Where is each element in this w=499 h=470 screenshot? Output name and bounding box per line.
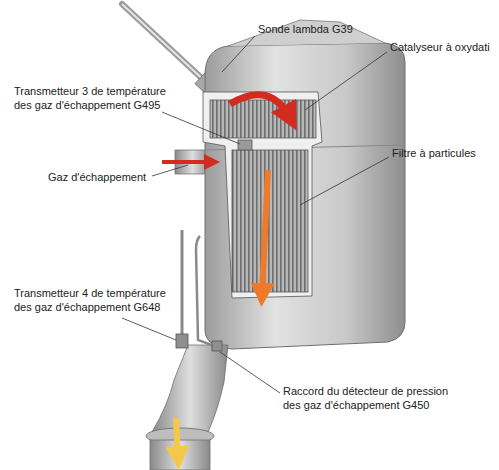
- lambda-sensor: [122, 4, 208, 84]
- leader-line: [305, 52, 387, 110]
- sensor-tube: [181, 230, 184, 338]
- leader-line: [122, 318, 176, 340]
- gas-flow-arrow: [162, 160, 212, 164]
- temperature-sensor: [238, 140, 252, 150]
- part-label: Filtre à particules: [392, 146, 476, 160]
- canister-lid: [228, 20, 385, 46]
- gas-flow-arrow: [230, 95, 290, 118]
- leader-line: [162, 112, 240, 144]
- part-label: Raccord du détecteur de pression des gaz…: [283, 384, 467, 412]
- oxidation-catalyst: [210, 100, 316, 138]
- part-label: Sonde lambda G39: [258, 22, 353, 36]
- gas-flow-arrow: [262, 170, 268, 295]
- leader-line: [222, 36, 255, 72]
- temperature-sensor: [176, 334, 188, 348]
- cutaway: [203, 92, 322, 298]
- leader-line: [220, 352, 280, 393]
- part-label: Catalyseur à oxydati: [390, 40, 490, 54]
- leader-line: [152, 165, 188, 176]
- part-label: Transmetteur 3 de température des gaz d'…: [14, 84, 186, 112]
- pressure-port: [212, 341, 222, 351]
- gas-flow-arrow: [176, 418, 178, 458]
- lambda-sensor-highlight: [122, 4, 208, 84]
- part-label: Gaz d'échappement: [48, 170, 146, 184]
- part-label: Transmetteur 4 de température des gaz d'…: [14, 286, 186, 314]
- pressure-tube: [196, 236, 214, 346]
- canister-housing: [205, 43, 405, 349]
- leader-line: [300, 157, 389, 205]
- outlet-elbow: [152, 345, 228, 432]
